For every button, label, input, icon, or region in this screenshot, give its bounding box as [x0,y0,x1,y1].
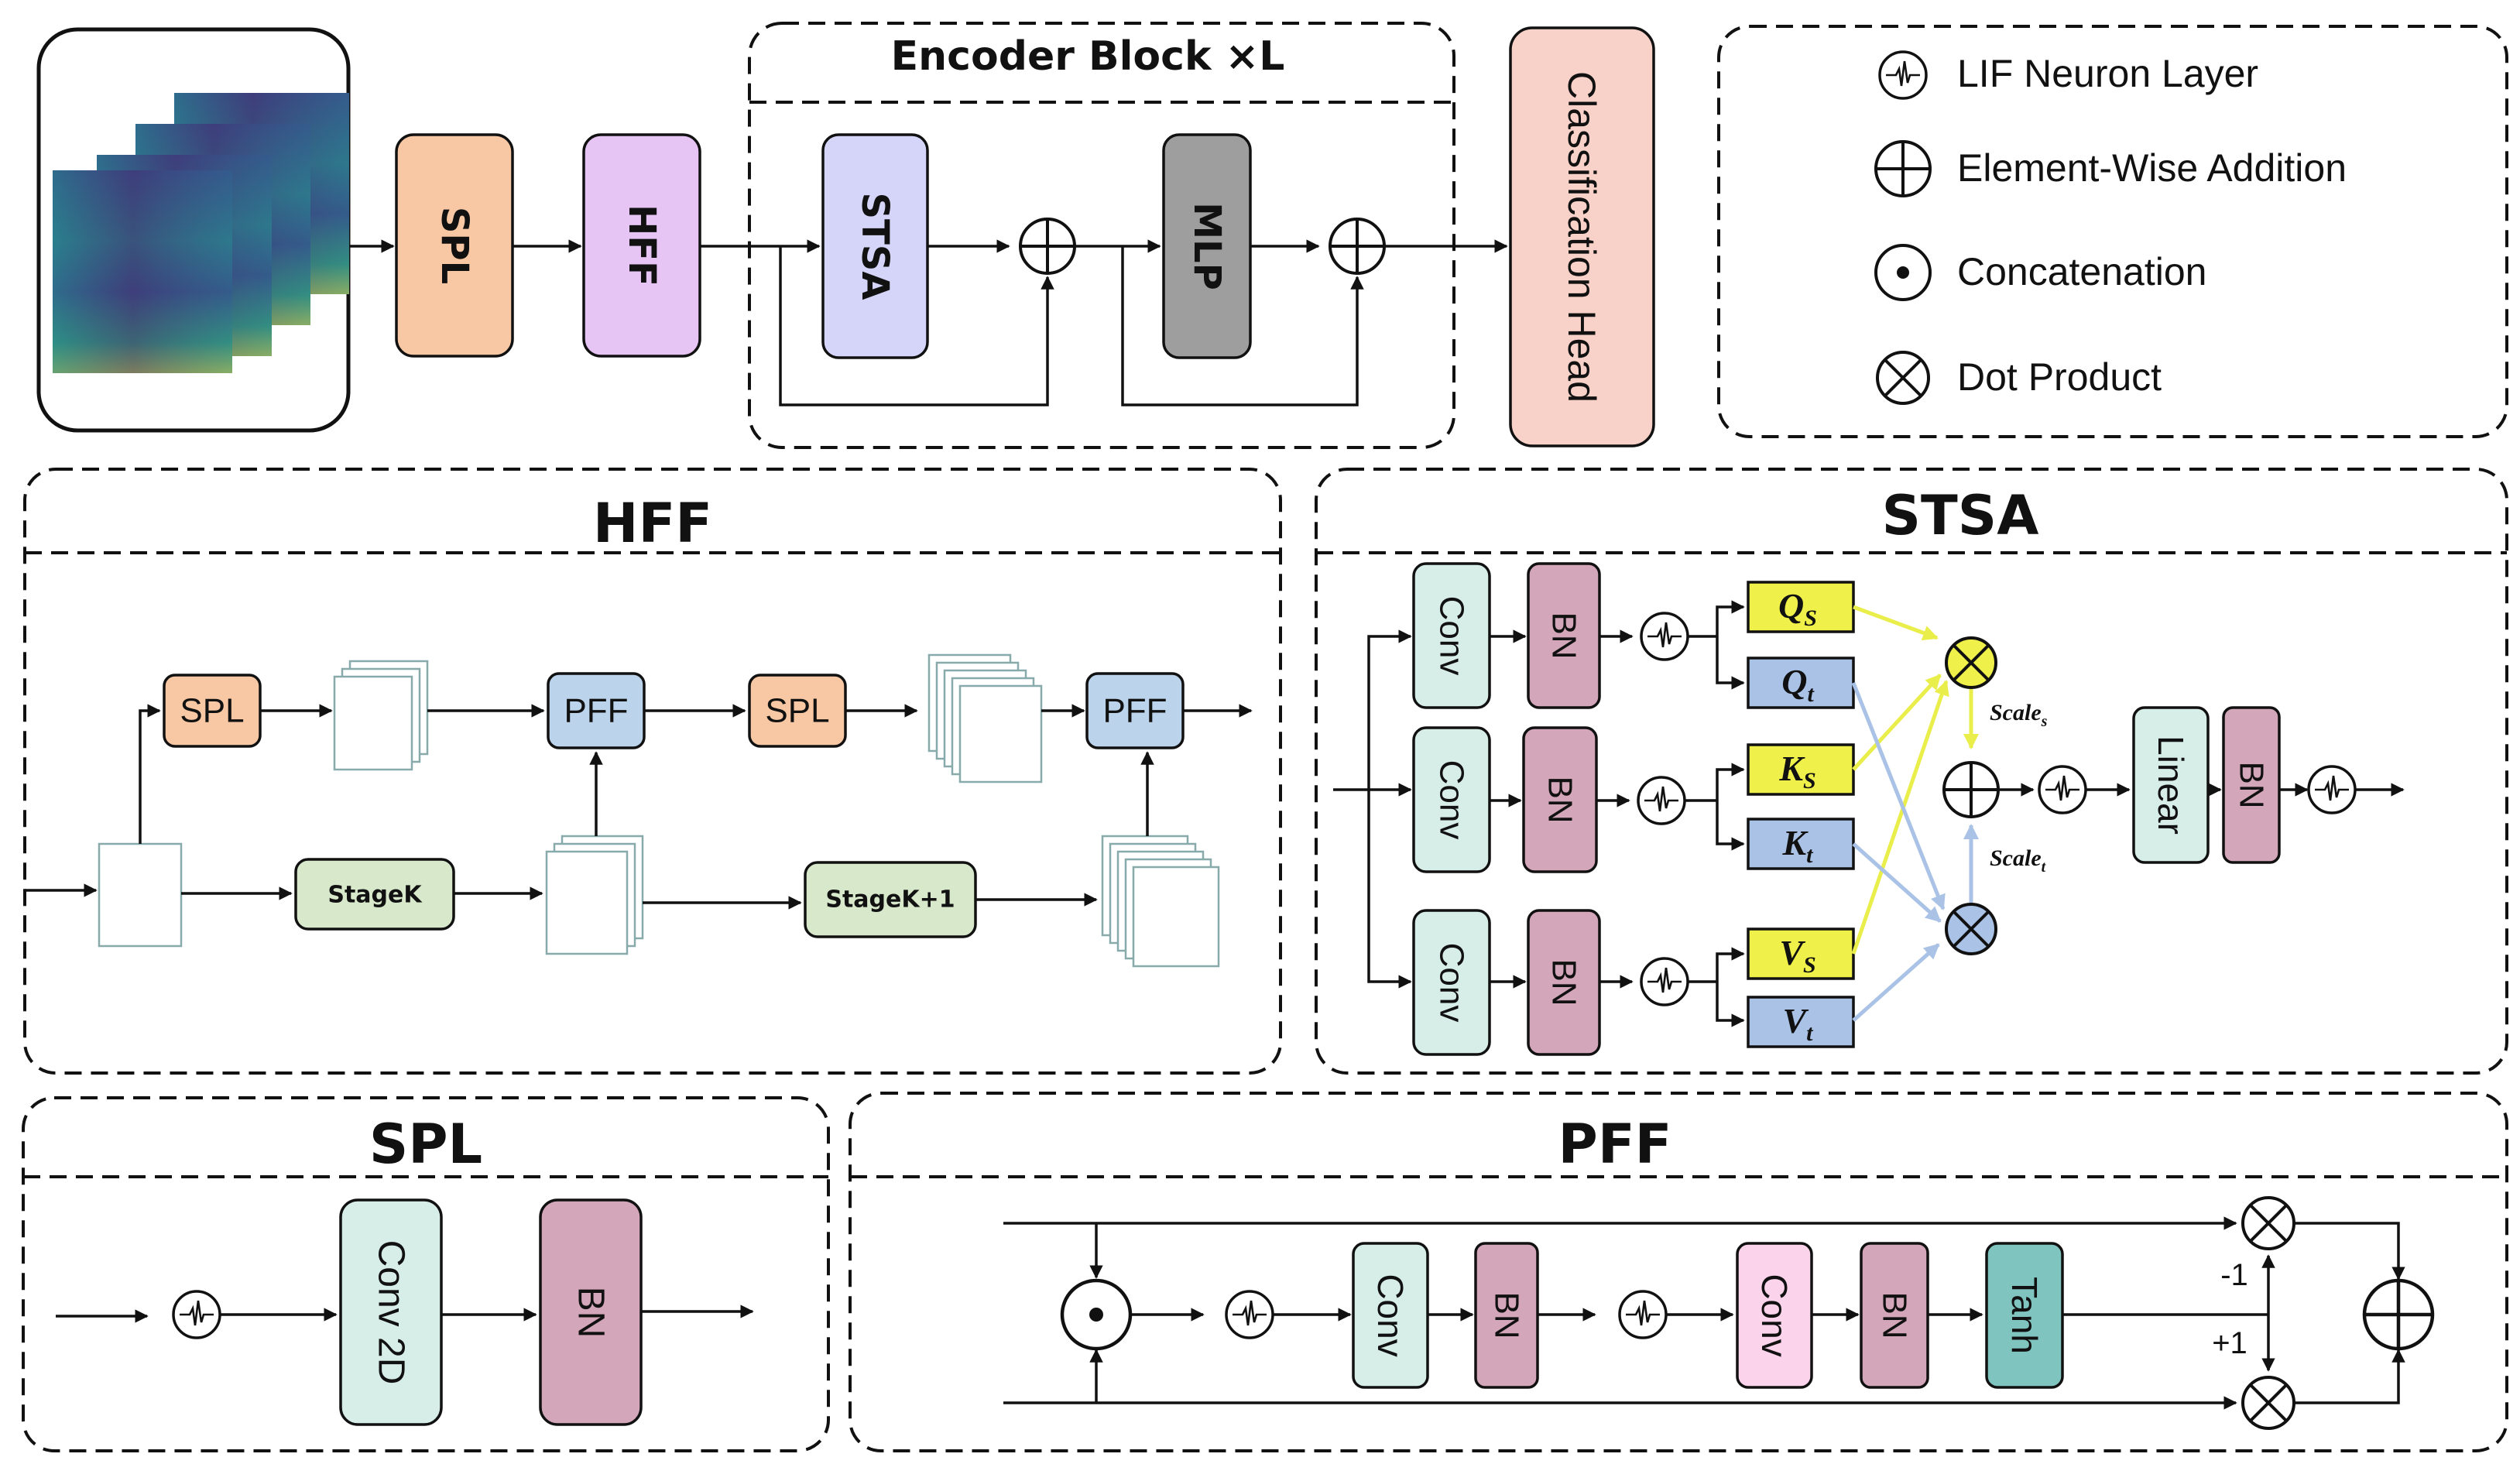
dot-product-icon [1876,351,1930,405]
spatial-dot-product-icon [1945,636,1997,689]
pff-concat-icon [1060,1278,1133,1351]
pff-dot-product-2-icon [2241,1376,2295,1430]
stsa-conv-v-label: Conv [1433,943,1471,1023]
legend-add-label: Element-Wise Addition [1957,146,2347,190]
scale-t-label: Scalet [1990,845,2047,876]
pff-addition-icon [2362,1278,2435,1351]
ks-label: KS [1778,749,1815,794]
stsa-linear-label: Linear [2151,735,2191,835]
scale-s-label: Scales [1990,700,2048,730]
pff-bn-2-label: BN [1876,1291,1914,1339]
concatenation-icon [1874,244,1932,301]
hff-stagek-label: StageK [327,882,423,909]
pff-title: PFF [1558,1113,1672,1176]
pff-conv-1-label: Conv [1370,1274,1411,1356]
stsa-lif-final-icon [2307,765,2357,814]
vt-label: Vt [1782,1001,1814,1046]
stsa-lif-out-icon [2038,765,2087,814]
hff-pff-2-label: PFF [1102,692,1167,730]
stsa-lif-k-icon [1637,776,1686,825]
stsa-lif-v-icon [1640,957,1689,1006]
vt-box [1747,996,1855,1048]
pff-conv-2-label: Conv [1754,1274,1795,1356]
pff-lif-1-icon [1225,1290,1274,1339]
hff-stagek1-label: StageK+1 [825,886,955,914]
top-hff-label: HFF [620,204,663,286]
legend-dot-label: Dot Product [1957,355,2162,399]
stsa-conv-q-label: Conv [1433,596,1471,676]
legend: LIF Neuron Layer Element-Wise Addition C… [1717,25,2508,438]
stsa-panel: STSA Conv BN Conv BN Conv BN [1315,468,2508,1075]
hff-feature-stack-2 [927,653,1043,783]
pff-tanh-label: Tanh [2004,1277,2045,1354]
hff-pff-1-label: PFF [564,692,628,730]
spl-panel: SPL Conv 2D BN [22,1096,830,1452]
stsa-conv-k-label: Conv [1433,760,1471,840]
vs-box [1747,927,1855,980]
encoder-block: Encoder Block ×L STSA MLP [748,22,1455,449]
pff-minus1-label: -1 [2220,1258,2248,1292]
qs-label: QS [1778,586,1817,631]
pff-lif-2-icon [1618,1290,1668,1339]
stsa-lif-q-icon [1640,612,1689,661]
lif-neuron-icon [1878,50,1928,100]
kt-box [1747,818,1855,870]
pff-plus1-label: +1 [2212,1326,2247,1360]
stsa-bn-v-label: BN [1545,958,1583,1006]
spl-conv2d-block [339,1198,443,1426]
top-stsa-label: STSA [853,192,897,300]
stsa-bn-out-label: BN [2233,761,2271,808]
pff-bn-1-label: BN [1488,1291,1526,1339]
spl-title: SPL [369,1113,482,1176]
top-mlp-label: MLP [1185,202,1229,290]
encoder-add-1-icon [1019,218,1076,275]
input-spectrogram-stack [36,27,351,433]
stsa-linear-block [2132,706,2210,864]
stsa-addition-icon [1942,761,2000,818]
ks-box [1747,743,1855,796]
hff-spl-2-label: SPL [765,692,829,730]
qt-box [1747,657,1855,709]
classification-head-label: Classification Head [1560,71,1603,403]
legend-concat-label: Concatenation [1957,250,2206,293]
stsa-bn-k-label: BN [1541,776,1579,823]
stsa-title: STSA [1882,484,2039,547]
spl-lif-icon [172,1290,221,1339]
qt-label: Qt [1781,662,1815,707]
element-wise-addition-icon [1874,140,1932,197]
legend-lif-label: LIF Neuron Layer [1957,52,2258,95]
top-spl-label: SPL [433,207,476,284]
encoder-title: Encoder Block ×L [891,33,1285,80]
hff-panel: HFF SPL PFF SPL PFF StageK [23,468,1282,1075]
kt-label: Kt [1781,823,1814,868]
hff-spl-1-label: SPL [180,692,244,730]
spl-bn-label: BN [571,1287,612,1339]
hff-input-feature [98,842,183,948]
vs-label: VS [1779,933,1815,978]
hff-feature-stack-1 [333,660,429,771]
temporal-dot-product-icon [1945,903,1997,955]
stsa-bn-q-label: BN [1545,612,1583,659]
spl-conv2d-label: Conv 2D [371,1240,412,1385]
hff-title: HFF [593,492,712,555]
encoder-add-2-icon [1329,218,1386,275]
pff-panel: PFF Conv BN Conv BN Tanh -1 +1 [849,1092,2508,1452]
stsa-bn-out [2222,706,2281,864]
classification-head-block [1509,26,1655,447]
hff-feature-stack-4 [1101,835,1220,968]
pff-dot-product-1-icon [2241,1196,2295,1250]
hff-feature-stack-3 [545,835,644,955]
